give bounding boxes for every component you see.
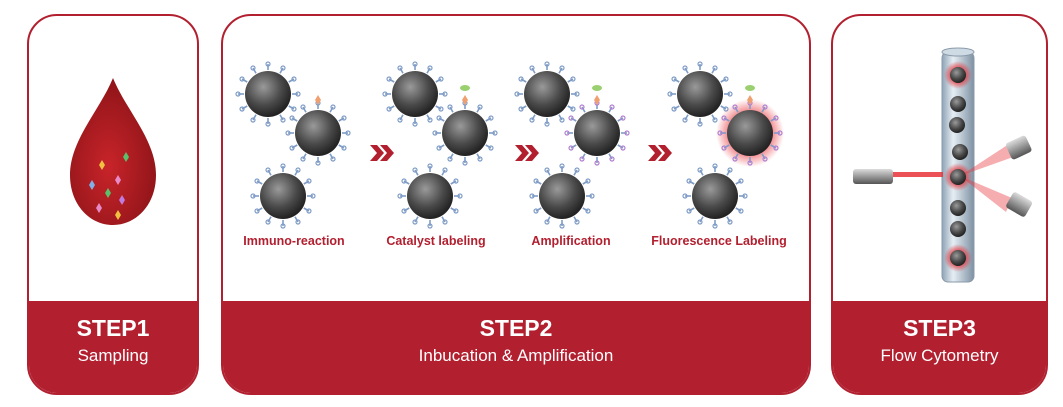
bead-icon <box>682 163 748 229</box>
step3-subtitle: Flow Cytometry <box>880 346 999 365</box>
stage-label: Immuno-reaction <box>243 234 345 248</box>
laser-source-icon <box>853 169 943 184</box>
bead-icon <box>950 96 966 112</box>
particle-icon <box>123 152 129 162</box>
particle-icon <box>96 203 102 213</box>
bead-icon <box>285 95 351 166</box>
bead-icon <box>529 163 595 229</box>
step1-subtitle: Sampling <box>77 346 149 365</box>
step2-panel: STEP2 Inbucation & Amplification <box>221 14 811 395</box>
scatter-light <box>960 142 1016 176</box>
chevron-right-icon <box>648 145 672 161</box>
chevron-right-icon <box>515 145 539 161</box>
stage-label: Fluorescence Labeling <box>651 234 787 248</box>
bead-icon <box>949 117 965 133</box>
bead-icon <box>950 221 966 237</box>
sample-particles <box>89 152 129 220</box>
bead-icon <box>564 85 630 166</box>
chevron-right-icon <box>370 145 394 161</box>
bead-icon <box>944 163 972 191</box>
stage-label: Amplification <box>531 234 611 248</box>
particle-icon <box>105 188 111 198</box>
bead-icon <box>250 163 316 229</box>
laser-beam <box>893 172 943 177</box>
step3-title: STEP3 <box>903 315 976 341</box>
particle-icon <box>89 180 95 190</box>
bead-icon <box>952 144 968 160</box>
bead-icon <box>950 200 966 216</box>
step2-band: STEP2 Inbucation & Amplification <box>223 301 809 393</box>
particle-icon <box>99 160 105 170</box>
detector-icon <box>1006 192 1033 217</box>
blood-drop-icon <box>70 78 156 225</box>
bead-icon <box>235 61 301 127</box>
bead-icon <box>514 61 580 127</box>
bead-icon <box>944 61 972 89</box>
scatter-light <box>960 176 1012 212</box>
step1-panel: STEP1 Sampling <box>27 14 199 395</box>
step1-band: STEP1 Sampling <box>29 301 197 393</box>
detector-icon <box>1005 135 1032 160</box>
particle-icon <box>115 210 121 220</box>
step2-title: STEP2 <box>479 315 553 341</box>
step2-subtitle: Inbucation & Amplification <box>418 346 614 365</box>
particle-icon <box>119 195 125 205</box>
particle-icon <box>115 175 121 185</box>
step1-title: STEP1 <box>76 315 150 341</box>
bead-icon <box>716 85 784 167</box>
bead-icon <box>397 163 463 229</box>
bead-icon <box>382 61 448 127</box>
bead-icon <box>432 85 498 166</box>
bead-icon <box>944 244 972 272</box>
bead-icon <box>667 61 733 127</box>
stage-label: Catalyst labeling <box>386 234 486 248</box>
step3-band: STEP3 Flow Cytometry <box>833 301 1046 393</box>
